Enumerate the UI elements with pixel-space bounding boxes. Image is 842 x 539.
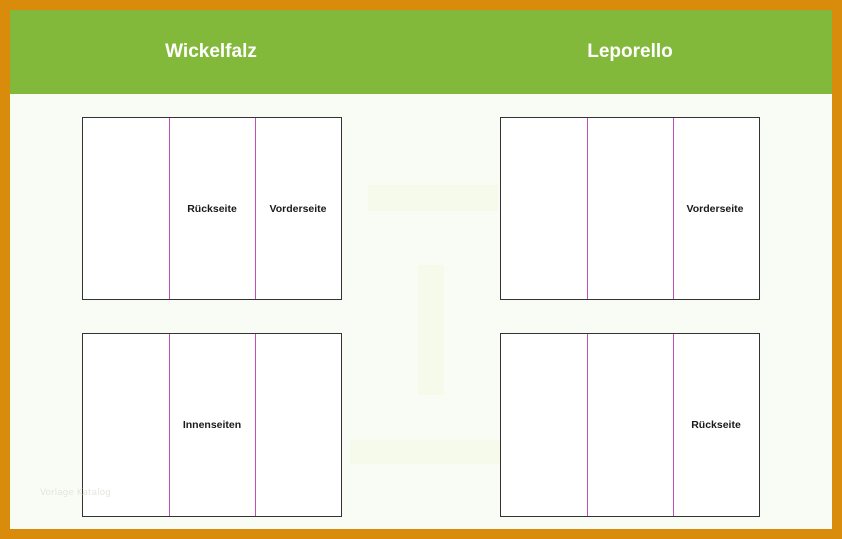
diagram-canvas: Wickelfalz Leporello Rückseite Vordersei… — [10, 10, 832, 529]
fold-line — [169, 334, 170, 516]
fold-line — [673, 334, 674, 516]
fold-line — [169, 118, 170, 299]
leporello-back-sheet: Rückseite — [500, 333, 760, 517]
wickelfalz-inside-sheet: Innenseiten — [82, 333, 342, 517]
watermark-text: Vorlage Katalog — [40, 488, 111, 498]
fold-line — [587, 334, 588, 516]
panel-label-vorderseite: Vorderseite — [686, 202, 744, 215]
fold-line — [255, 118, 256, 299]
header-bar: Wickelfalz Leporello — [10, 10, 832, 94]
leporello-title: Leporello — [587, 41, 673, 62]
watermark-shape-top — [368, 185, 498, 211]
wickelfalz-title: Wickelfalz — [165, 41, 257, 62]
leporello-front-sheet: Vorderseite — [500, 117, 760, 300]
panel-label-rueckseite: Rückseite — [187, 202, 237, 215]
watermark-shape-bottom — [350, 440, 500, 464]
panel-label-innenseiten: Innenseiten — [182, 419, 242, 431]
watermark-shape-stem — [418, 265, 444, 395]
fold-line — [673, 118, 674, 299]
wickelfalz-front-sheet: Rückseite Vorderseite — [82, 117, 342, 300]
fold-line — [255, 334, 256, 516]
fold-line — [587, 118, 588, 299]
panel-label-rueckseite: Rückseite — [691, 419, 741, 431]
panel-label-vorderseite: Vorderseite — [269, 202, 327, 215]
